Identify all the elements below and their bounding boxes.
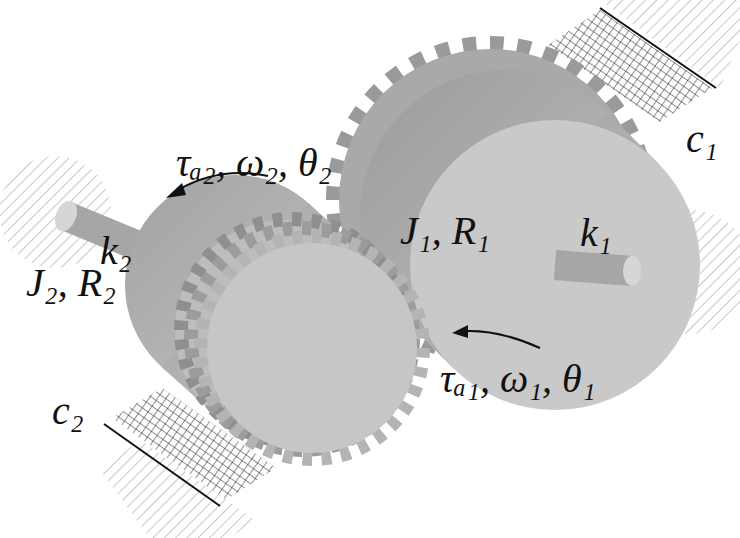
shaft-end xyxy=(51,197,82,234)
inertia-label: J₂, R₂ xyxy=(26,262,116,304)
arrow-head xyxy=(452,325,468,338)
cylinder-face xyxy=(410,120,700,410)
bearing-edge xyxy=(104,424,220,506)
shaft xyxy=(555,265,632,271)
gear-face xyxy=(207,243,417,453)
torque-label: τₐ₁, ω₁, θ₁ xyxy=(440,358,596,400)
rotation-arrow xyxy=(466,331,540,348)
bearing-label: c₁ xyxy=(686,118,718,160)
gear-teeth xyxy=(201,237,423,459)
torque-label: τₐ₂, ω₂, θ₂ xyxy=(176,142,332,184)
arrow-head xyxy=(166,183,186,198)
bearing-label: c₂ xyxy=(52,390,84,432)
bearing-edge xyxy=(600,8,716,88)
inertia-label: J₁, R₁ xyxy=(400,210,490,252)
stiffness-label: k₁ xyxy=(580,212,612,254)
shaft-end xyxy=(623,256,641,286)
